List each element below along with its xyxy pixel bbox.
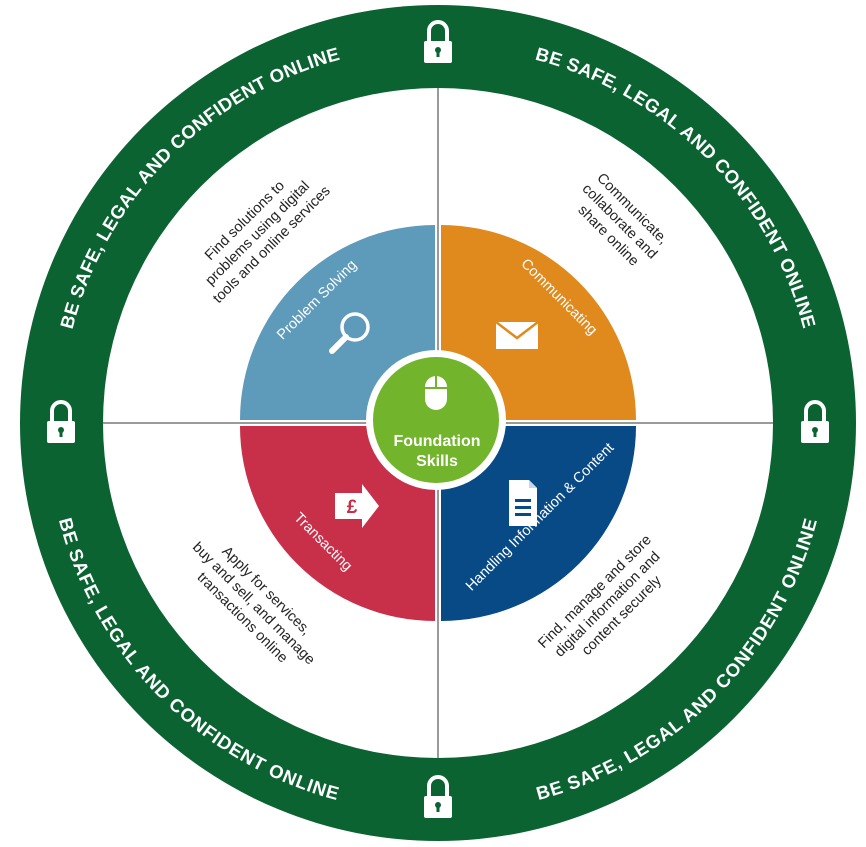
pound-sign: £ xyxy=(347,497,358,518)
segment-handling-information xyxy=(441,426,636,621)
padlock-icon-right xyxy=(801,400,829,443)
envelope-icon xyxy=(495,321,539,349)
magnifier-icon xyxy=(329,312,370,354)
document-icon xyxy=(509,480,537,526)
padlock-icon-left xyxy=(47,400,75,443)
padlock-icon-bottom xyxy=(424,775,452,818)
segment-transacting xyxy=(240,426,435,621)
center-circle xyxy=(373,357,499,483)
segment-communicating xyxy=(441,225,636,420)
center-label-line2: Skills xyxy=(416,453,458,470)
pound-arrow-icon: £ xyxy=(335,484,379,528)
padlock-icon-top xyxy=(424,20,452,63)
center-label-line1: Foundation xyxy=(393,433,480,450)
mouse-icon xyxy=(425,376,447,410)
